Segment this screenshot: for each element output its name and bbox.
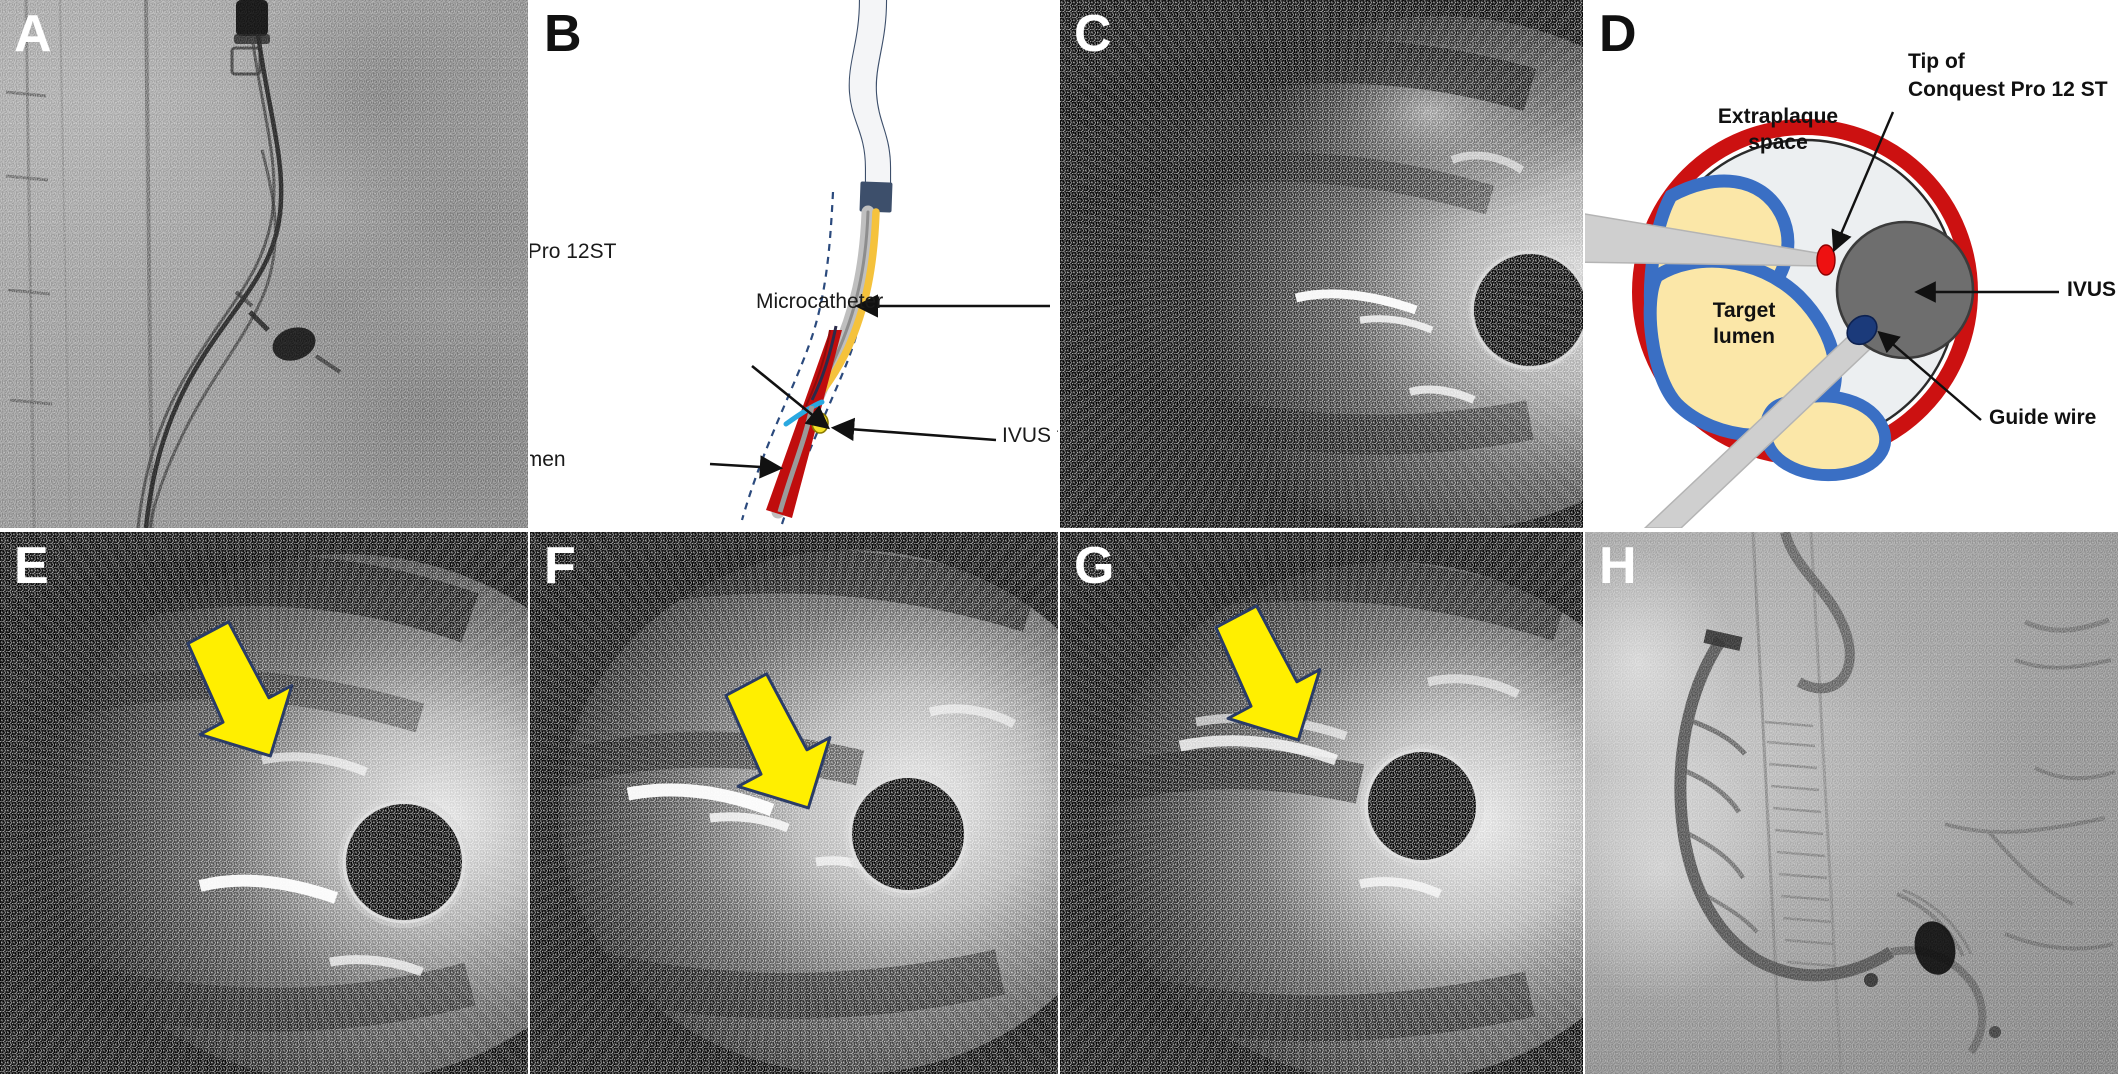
panel-g-ivus: G	[1060, 532, 1583, 1074]
schematic-d-svg	[1585, 111, 2059, 528]
ivus-image-c	[1060, 0, 1583, 528]
panel-letter-h: H	[1599, 537, 1637, 595]
panel-e-ivus: E	[0, 532, 528, 1074]
ivus-image-g	[1060, 532, 1583, 1074]
panel-f-ivus: F	[530, 532, 1058, 1074]
angiography-overlay-h	[1674, 532, 2116, 1074]
ivus-e-svg	[0, 532, 528, 1074]
angiography-image-h	[1585, 532, 2118, 1074]
panel-d-schematic: Extraplaque space Target lumen Tip of Co…	[1585, 0, 2118, 528]
panel-letter-g: G	[1074, 537, 1114, 595]
fluoroscopy-overlay-a	[5, 0, 342, 528]
guide-wire-dot	[1846, 314, 1878, 346]
panel-letter-e: E	[14, 537, 49, 595]
label-extraplaque-line2: space	[1748, 131, 1808, 154]
label-guide-wire: Guide wire	[1989, 406, 2097, 429]
ivus-c-svg	[1060, 0, 1583, 528]
panel-h-angiography: H	[1585, 532, 2118, 1074]
label-target-line1: Target	[1712, 299, 1776, 322]
panel-letter-d: D	[1599, 5, 1637, 63]
label-extraplaque-space: Extraplaque space	[1708, 104, 1848, 156]
fluoroscopy-image-a	[0, 0, 528, 528]
panel-a-fluoroscopy: A	[0, 0, 528, 528]
conquest-tip-marker	[1816, 244, 1836, 276]
panel-letter-f: F	[544, 537, 576, 595]
ivus-g-svg	[1060, 532, 1583, 1074]
microcatheter-marker-band	[859, 181, 893, 213]
label-ivus-catheter: IVUS catheter	[2067, 278, 2118, 301]
arrow-icon-g	[1214, 604, 1322, 742]
panel-letter-b: B	[544, 5, 582, 63]
panel-c-ivus: C	[1060, 0, 1583, 528]
panel-letter-c: C	[1074, 5, 1112, 63]
ivus-image-f	[530, 532, 1058, 1074]
label-conquest-pro-12st: Conquest Pro 12 ST	[1908, 78, 2108, 101]
arrow-icon-f	[724, 672, 832, 810]
ivus-image-e	[0, 532, 528, 1074]
label-extraplaque-line1: Extraplaque	[1717, 105, 1839, 128]
label-target-lumen: Target lumen	[1689, 298, 1799, 350]
schematic-longitudinal: Microcatheter Conquest Pro 12ST IVUS tra…	[530, 0, 1058, 528]
label-tip-of: Tip of	[1908, 50, 1965, 73]
panel-letter-a: A	[14, 5, 52, 63]
label-microcatheter: Microcatheter	[756, 290, 884, 313]
schematic-cross-section: Extraplaque space Target lumen Tip of Co…	[1585, 0, 2118, 528]
label-conquest-pro: Conquest Pro 12ST	[530, 240, 617, 263]
panel-b-schematic: Microcatheter Conquest Pro 12ST IVUS tra…	[530, 0, 1058, 528]
arrow-icon-e	[186, 620, 294, 758]
label-distal-true-lumen: Distal true lumen	[530, 448, 566, 471]
label-ivus-transducer: IVUS transducer	[1002, 424, 1058, 447]
label-target-line2: lumen	[1713, 325, 1775, 348]
schematic-b-svg	[709, 0, 1050, 525]
ivus-f-svg	[530, 532, 1058, 1074]
label-tip-of-conquest: Tip of Conquest Pro 12 ST	[1908, 48, 2108, 104]
